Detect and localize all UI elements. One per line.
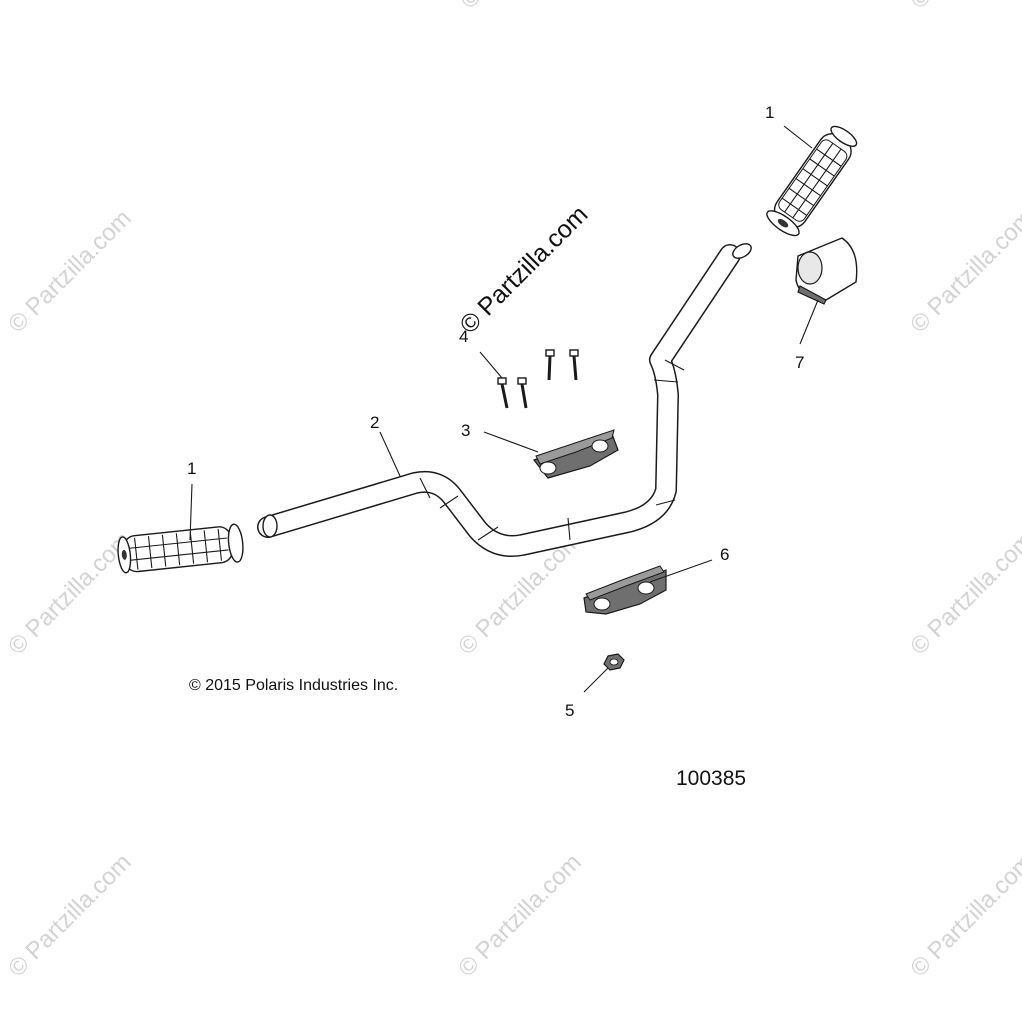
callout-lower-clamp: 6 xyxy=(720,545,729,564)
handlebar-end-right xyxy=(732,243,752,259)
bolt xyxy=(569,349,579,381)
bolts-part xyxy=(497,349,579,409)
watermark-layer: © Partzilla.com © Partzilla.com © Partzi… xyxy=(3,0,1022,982)
bolt xyxy=(517,377,528,409)
callout-upper-clamp: 3 xyxy=(461,421,470,440)
watermark: © Partzilla.com xyxy=(905,849,1022,982)
bolt xyxy=(545,349,555,381)
grip-left-part xyxy=(117,523,244,574)
watermark: © Partzilla.com xyxy=(905,0,1022,14)
watermark: © Partzilla.com xyxy=(3,205,136,338)
bolt xyxy=(497,377,509,409)
grip-right-part xyxy=(766,125,858,237)
watermark: © Partzilla.com xyxy=(905,205,1022,338)
callout-grip-right: 1 xyxy=(765,103,774,122)
watermark-main: © Partzilla.com xyxy=(454,200,593,339)
handlebar-part xyxy=(257,243,752,557)
nut-part xyxy=(603,653,625,671)
callout-nut: 5 xyxy=(565,701,574,720)
watermark: © Partzilla.com xyxy=(455,0,588,14)
callout-handlebar: 2 xyxy=(370,413,379,432)
callout-grip-left: 1 xyxy=(187,459,196,478)
callout-bolts: 4 xyxy=(459,327,468,346)
watermark: © Partzilla.com xyxy=(453,849,586,982)
watermark: © Partzilla.com xyxy=(3,849,136,982)
callout-throttle-block: 7 xyxy=(795,353,804,372)
watermark: © Partzilla.com xyxy=(905,527,1022,660)
handlebar-end-left xyxy=(262,514,278,538)
lower-clamp-part xyxy=(583,565,667,615)
drawing-number: 100385 xyxy=(676,767,747,790)
upper-clamp-part xyxy=(533,429,619,479)
copyright-notice: © 2015 Polaris Industries Inc. xyxy=(189,677,399,694)
throttle-block-part xyxy=(795,237,858,305)
watermark: © Partzilla.com xyxy=(3,527,136,660)
leader-lines xyxy=(189,125,819,693)
